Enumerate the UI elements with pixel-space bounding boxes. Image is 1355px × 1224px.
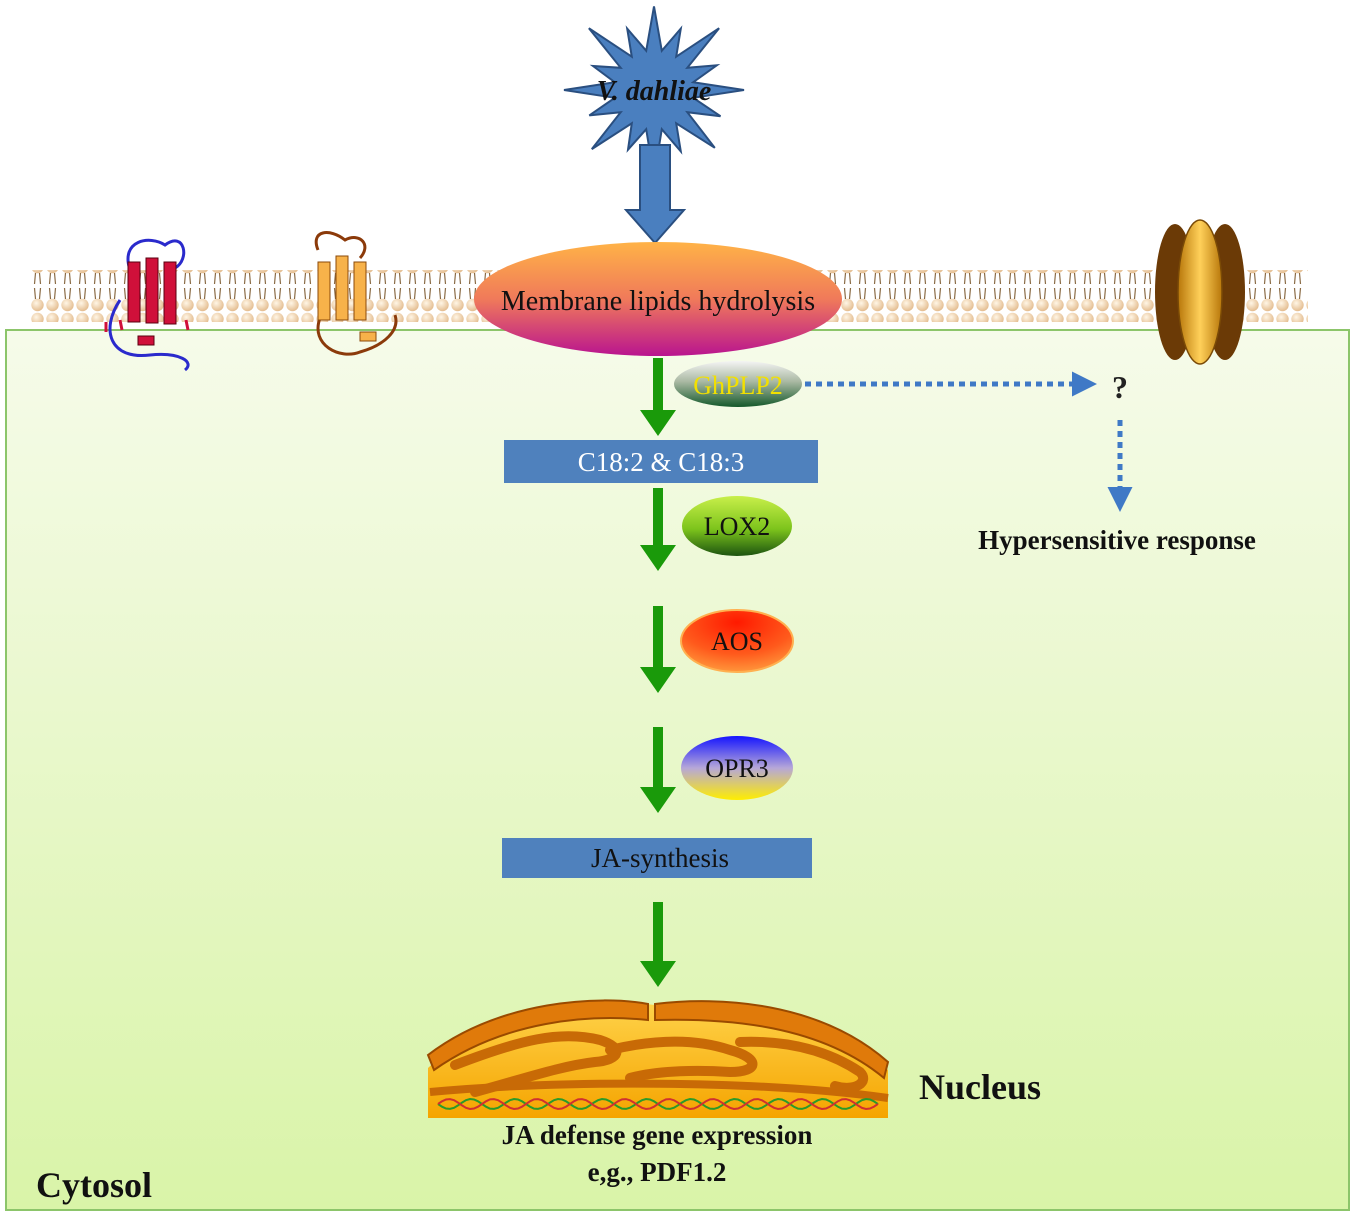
fatty-acids-box <box>504 440 818 483</box>
aos-enzyme <box>680 609 794 673</box>
opr3-label: OPR3 <box>705 754 769 783</box>
gene-expression-label: JA defense gene expression <box>502 1120 813 1150</box>
pathway-arrow <box>640 488 676 571</box>
membrane-protein-icon <box>104 238 190 372</box>
ja-synthesis-label: JA-synthesis <box>591 843 729 873</box>
ja-synthesis-box <box>502 838 812 878</box>
gene-example-label: e,g., PDF1.2 <box>588 1157 727 1187</box>
hypersensitive-response-label: Hypersensitive response <box>978 525 1256 555</box>
ghplp2-enzyme <box>674 361 802 407</box>
channel-protein-icon <box>1155 219 1245 365</box>
cytosol-label: Cytosol <box>36 1165 152 1205</box>
fatty-acids-label: C18:2 & C18:3 <box>578 447 745 477</box>
membrane-hydrolysis-node <box>474 242 842 356</box>
unknown-mediator: ? <box>1112 369 1128 405</box>
pathogen-to-membrane-arrow <box>623 144 687 245</box>
pathway-arrow <box>640 727 676 813</box>
pathway-arrow <box>640 606 676 693</box>
aos-label: AOS <box>711 627 763 656</box>
opr3-enzyme <box>681 736 793 800</box>
nucleus-label: Nucleus <box>919 1067 1041 1107</box>
lox2-enzyme <box>682 496 792 556</box>
ghplp2-label: GhPLP2 <box>693 371 783 400</box>
nucleus-icon <box>426 999 890 1118</box>
pathway-arrow <box>640 902 676 987</box>
pathway-arrow <box>640 358 676 436</box>
membrane-protein-icon <box>314 231 398 356</box>
lox2-label: LOX2 <box>704 512 770 541</box>
pathogen-label: V. dahliae <box>597 76 712 107</box>
membrane-hydrolysis-label: Membrane lipids hydrolysis <box>501 286 815 317</box>
